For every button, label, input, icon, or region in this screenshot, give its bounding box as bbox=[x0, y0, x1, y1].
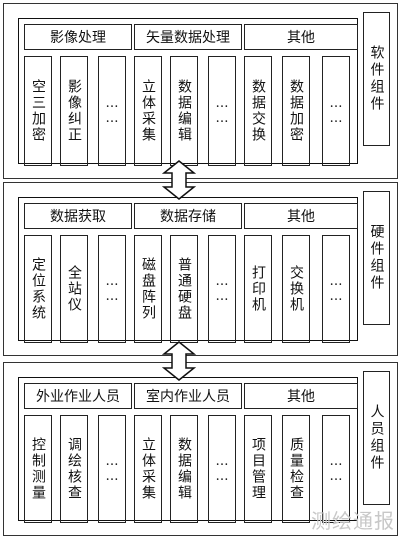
double-arrow-icon bbox=[162, 341, 196, 381]
layer-label-2: 硬件组件 bbox=[363, 191, 390, 325]
layer-label-1: 软件组件 bbox=[363, 12, 390, 146]
component-cell: 控制测量 bbox=[24, 415, 52, 523]
component-cell: 定位系统 bbox=[24, 235, 52, 343]
component-cell: 立体采集 bbox=[134, 56, 162, 166]
component-cell: 调绘核查 bbox=[60, 415, 88, 523]
group-header: 其他 bbox=[244, 383, 358, 409]
component-cell: 项目管理 bbox=[244, 415, 272, 523]
ellipsis-cell: …… bbox=[322, 56, 350, 166]
component-cell: 数据加密 bbox=[282, 56, 310, 166]
component-cell: 影像纠正 bbox=[60, 56, 88, 166]
group-header: 外业作业人员 bbox=[24, 383, 132, 409]
group-header: 其他 bbox=[244, 24, 358, 50]
layer-label-3: 人员组件 bbox=[363, 371, 390, 505]
component-cell: 数据编辑 bbox=[170, 415, 198, 523]
group-header: 数据存储 bbox=[134, 203, 242, 229]
component-cell: 空三加密 bbox=[24, 56, 52, 166]
double-arrow-icon bbox=[162, 160, 196, 200]
component-cell: 立体采集 bbox=[134, 415, 162, 523]
component-cell: 普通硬盘 bbox=[170, 235, 198, 343]
component-cell: 全站仪 bbox=[60, 235, 88, 343]
layer-box-3 bbox=[3, 362, 398, 536]
ellipsis-cell: …… bbox=[208, 56, 236, 166]
ellipsis-cell: …… bbox=[98, 415, 126, 523]
component-cell: 磁盘阵列 bbox=[134, 235, 162, 343]
component-cell: 打印机 bbox=[244, 235, 272, 343]
layer-panel-1 bbox=[18, 18, 358, 164]
group-header: 数据获取 bbox=[24, 203, 132, 229]
component-cell: 数据交换 bbox=[244, 56, 272, 166]
ellipsis-cell: …… bbox=[208, 415, 236, 523]
ellipsis-cell: …… bbox=[98, 235, 126, 343]
group-header: 其他 bbox=[244, 203, 358, 229]
layer-box-2 bbox=[3, 182, 398, 356]
ellipsis-cell: …… bbox=[208, 235, 236, 343]
component-cell: 交换机 bbox=[282, 235, 310, 343]
ellipsis-cell: …… bbox=[322, 235, 350, 343]
ellipsis-cell: …… bbox=[98, 56, 126, 166]
layer-box-1 bbox=[3, 3, 398, 179]
group-header: 影像处理 bbox=[24, 24, 132, 50]
group-header: 矢量数据处理 bbox=[134, 24, 242, 50]
component-cell: 数据编辑 bbox=[170, 56, 198, 166]
layer-panel-3 bbox=[18, 377, 358, 521]
ellipsis-cell: …… bbox=[322, 415, 350, 523]
group-header: 室内作业人员 bbox=[134, 383, 242, 409]
layer-panel-2 bbox=[18, 197, 358, 341]
watermark: 测绘通报 bbox=[311, 509, 395, 533]
component-cell: 质量检查 bbox=[282, 415, 310, 523]
